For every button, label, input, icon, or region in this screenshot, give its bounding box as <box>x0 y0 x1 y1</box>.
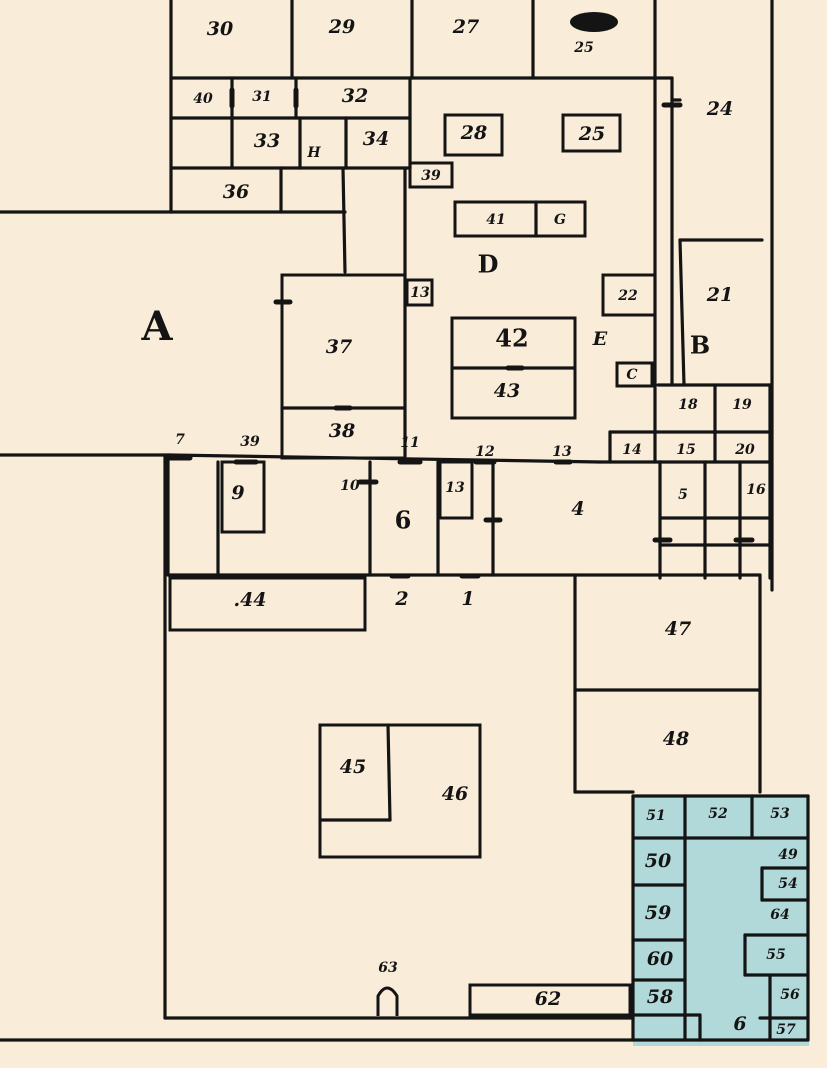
label-45: 45 <box>340 756 366 778</box>
label-30: 30 <box>207 18 233 40</box>
label-16: 16 <box>746 482 766 498</box>
label-2: 2 <box>394 588 408 610</box>
label-H: H <box>306 145 321 161</box>
label-5: 5 <box>678 487 688 503</box>
label-34: 34 <box>363 128 389 150</box>
label-41: 41 <box>486 212 505 228</box>
label-1: 1 <box>461 588 474 610</box>
label-13-door: 13 <box>552 444 572 460</box>
label-57: 57 <box>776 1022 796 1038</box>
label-13-room: 13 <box>445 480 465 496</box>
label-42: 42 <box>495 324 528 353</box>
label-38: 38 <box>329 420 355 442</box>
label-59: 59 <box>645 902 671 924</box>
label-15: 15 <box>676 442 695 458</box>
label-44: .44 <box>233 589 266 611</box>
label-52: 52 <box>708 806 728 822</box>
label-12: 12 <box>475 444 495 460</box>
label-46: 46 <box>442 783 468 805</box>
label-13-box: 13 <box>410 285 430 301</box>
label-27: 27 <box>452 16 479 38</box>
label-A: A <box>140 303 173 350</box>
label-29: 29 <box>328 16 355 38</box>
label-D: D <box>478 250 499 279</box>
label-51: 51 <box>646 808 665 824</box>
label-47: 47 <box>665 618 691 640</box>
label-25-top: 25 <box>573 40 593 56</box>
label-28: 28 <box>460 122 487 144</box>
label-63: 63 <box>378 960 398 976</box>
label-22: 22 <box>617 288 638 304</box>
label-11: 11 <box>400 435 419 451</box>
label-20: 20 <box>734 442 755 458</box>
label-6: 6 <box>395 506 412 535</box>
label-53: 53 <box>770 806 790 822</box>
label-62: 62 <box>535 988 561 1010</box>
label-54: 54 <box>778 876 797 892</box>
ink-blot-icon <box>570 12 618 32</box>
label-19: 19 <box>732 397 752 413</box>
label-48: 48 <box>663 728 689 750</box>
label-18: 18 <box>678 397 698 413</box>
label-E: E <box>592 328 608 350</box>
label-40: 40 <box>193 91 213 107</box>
label-58: 58 <box>647 986 673 1008</box>
label-7: 7 <box>175 432 185 448</box>
label-31: 31 <box>252 89 271 105</box>
label-64: 64 <box>770 907 789 923</box>
label-B: B <box>690 331 710 360</box>
label-39b: 39 <box>421 168 441 184</box>
label-33: 33 <box>254 130 280 152</box>
label-25b: 25 <box>578 123 605 145</box>
label-37: 37 <box>326 336 352 358</box>
label-9: 9 <box>231 482 244 504</box>
label-21: 21 <box>706 284 733 306</box>
door-marks <box>167 87 755 579</box>
boxes <box>168 113 657 1017</box>
label-36: 36 <box>223 181 249 203</box>
label-55: 55 <box>766 947 785 963</box>
label-43: 43 <box>494 380 520 402</box>
label-39: 39 <box>240 434 260 450</box>
label-60: 60 <box>647 948 673 970</box>
label-4: 4 <box>571 498 584 520</box>
label-49: 49 <box>778 847 798 863</box>
label-G: G <box>554 212 566 228</box>
label-24: 24 <box>706 98 733 120</box>
label-56: 56 <box>780 987 800 1003</box>
label-C: C <box>626 367 637 383</box>
label-14: 14 <box>622 442 641 458</box>
label-50: 50 <box>645 850 671 872</box>
label-32: 32 <box>342 85 368 107</box>
label-10: 10 <box>340 478 360 494</box>
room-labels: A B C D E G H 30 29 27 25 24 40 31 32 33… <box>140 16 800 1038</box>
label-6b: 6 <box>733 1013 746 1035</box>
